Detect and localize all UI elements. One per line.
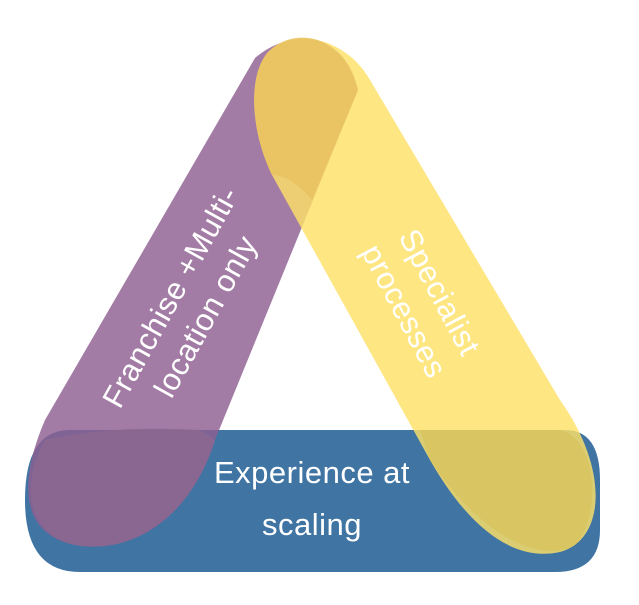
bottom-band-label-line-1: Experience at	[214, 455, 410, 490]
bottom-band-label-line-2: scaling	[262, 507, 362, 542]
right-band-shape	[254, 38, 596, 554]
top-overlap-shape	[254, 37, 358, 201]
bottom-right-overlap-shape	[420, 430, 593, 552]
bottom-left-overlap-shape	[30, 428, 215, 547]
